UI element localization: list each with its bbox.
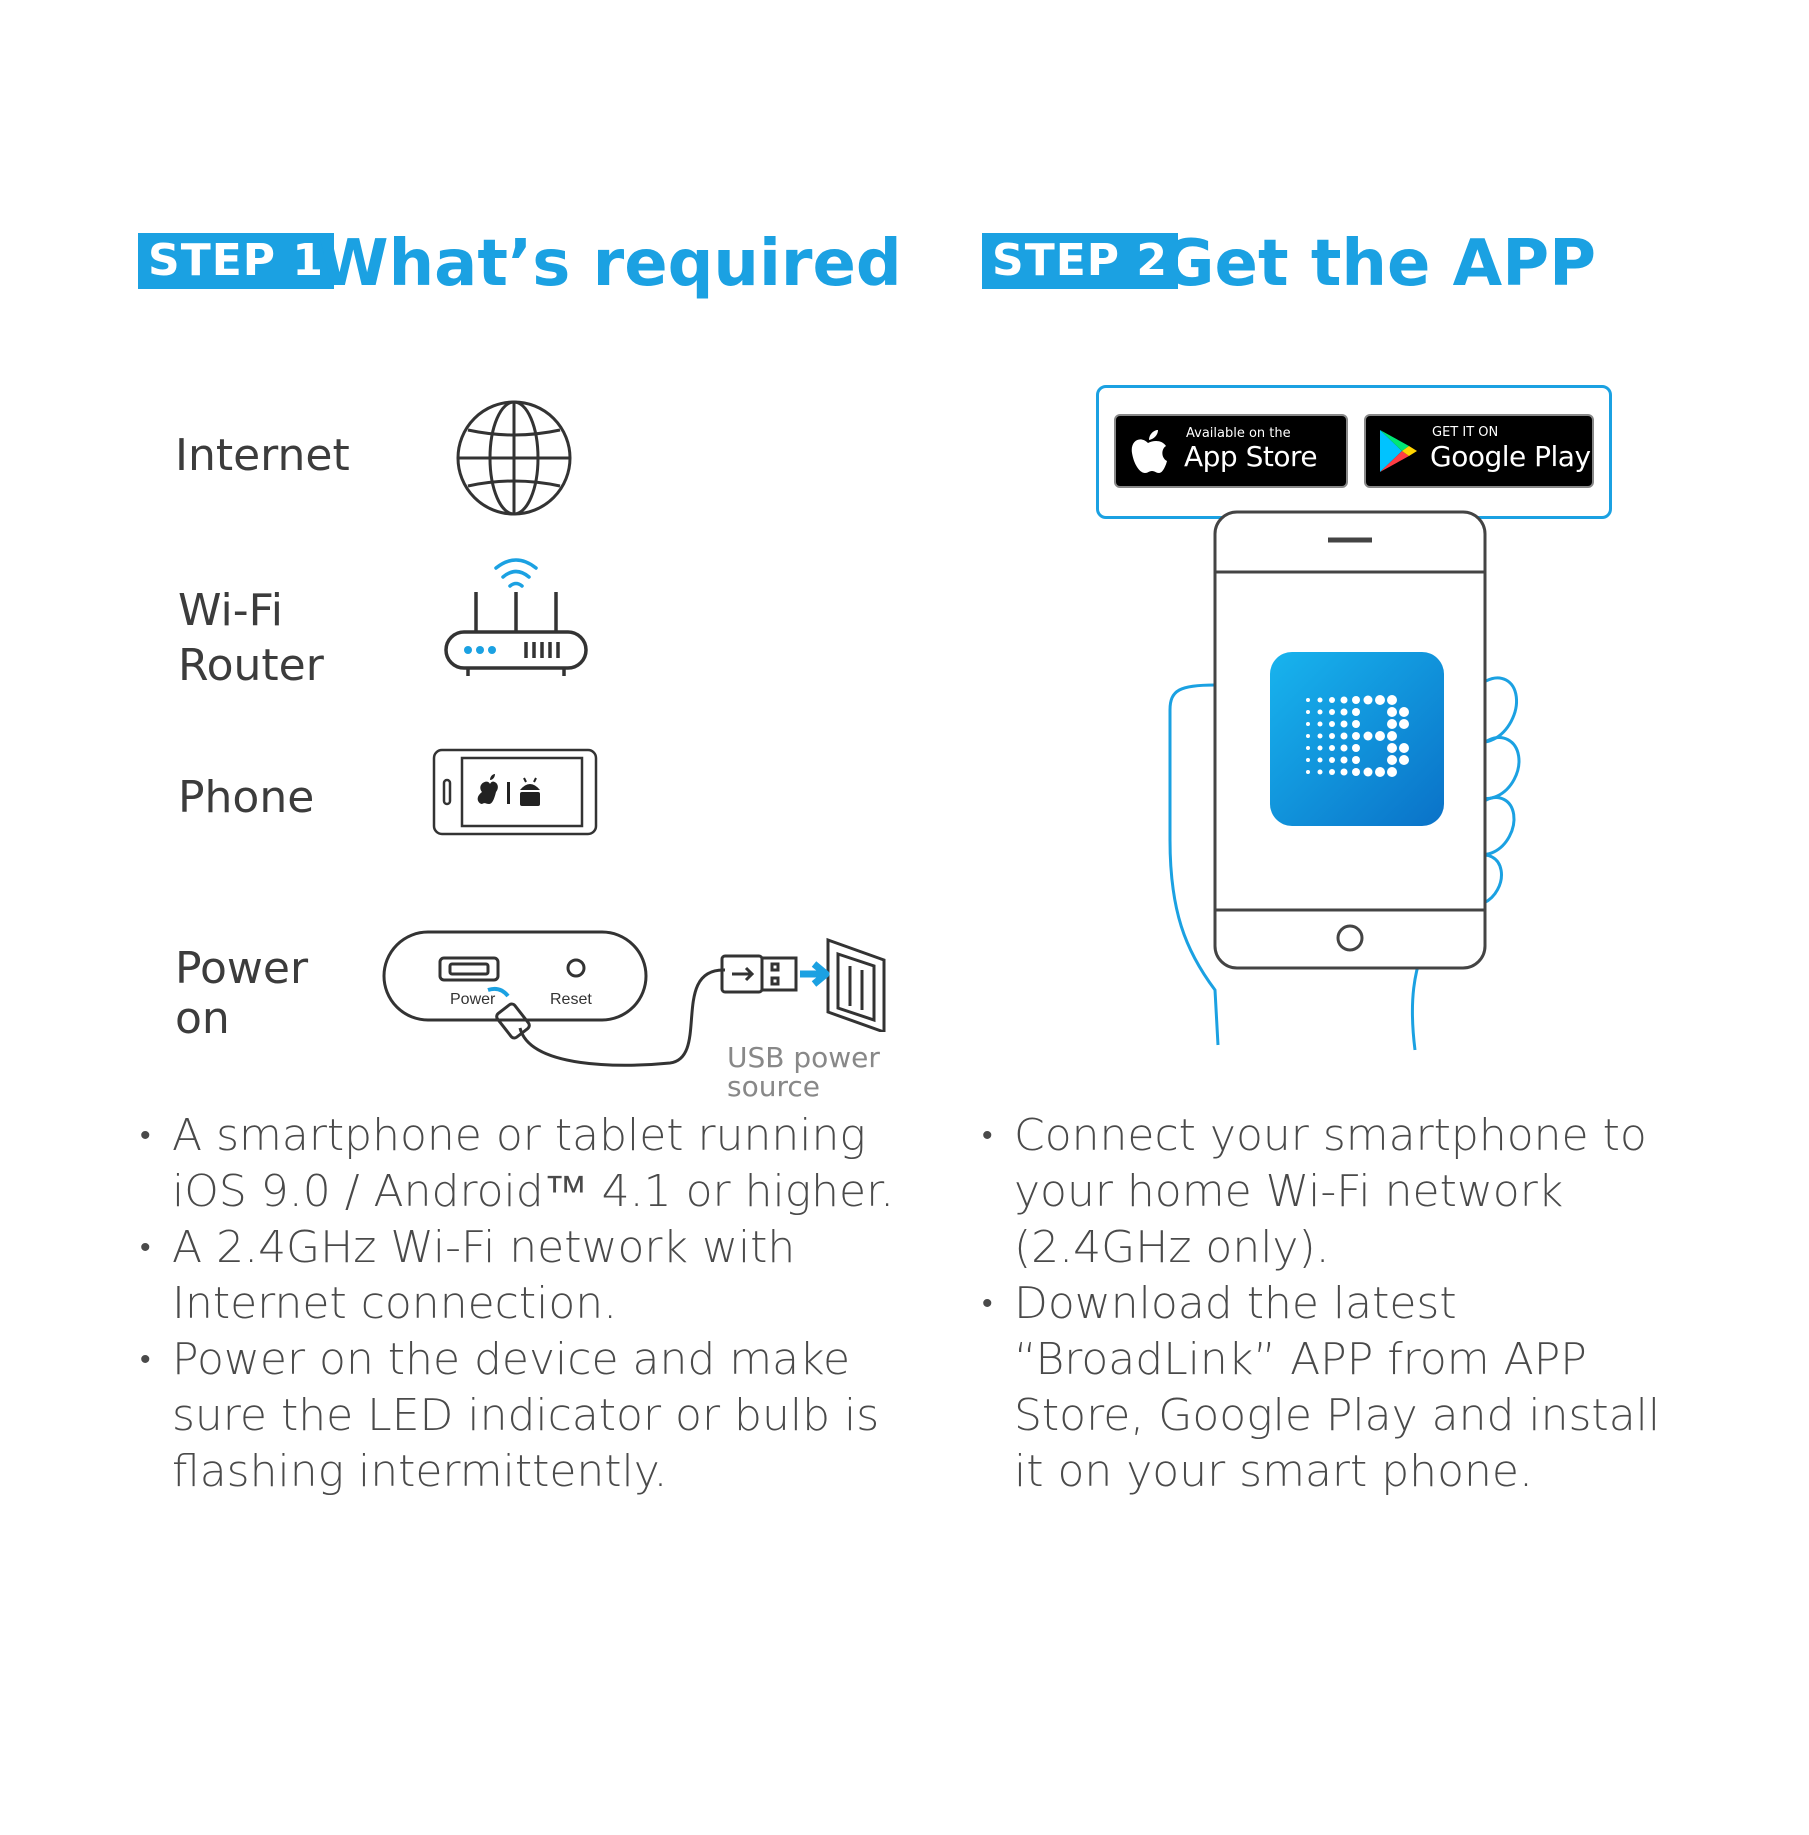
google-play-big-text: Google Play [1430,440,1591,473]
google-play-small-text: GET IT ON [1432,425,1499,440]
list-item: A 2.4GHz Wi-Fi network with Internet con… [140,1220,900,1332]
router-label-line2: Router [178,640,324,691]
google-play-button[interactable]: GET IT ON Google Play [1364,414,1594,488]
usb-source-label-line1: USB power [727,1041,880,1074]
list-item: A smartphone or tablet running iOS 9.0 /… [140,1108,900,1220]
internet-label: Internet [175,430,350,481]
globe-icon [456,400,572,516]
usb-source-label-line2: source [727,1070,820,1103]
step2-instructions-list: Connect your smartphone to your home Wi-… [982,1108,1702,1500]
app-store-small-text: Available on the [1186,426,1291,441]
broadlink-app-icon [1270,652,1444,826]
wifi-router-icon [444,558,588,676]
step1-badge: STEP 1 [138,233,334,289]
app-store-big-text: App Store [1184,440,1318,473]
step2-title: Get the APP [1162,227,1596,301]
step2-badge: STEP 2 [982,233,1178,289]
list-item: Download the latest “BroadLink” APP from… [982,1276,1702,1500]
usb-plug-icon [720,937,886,1032]
list-item: Power on the device and make sure the LE… [140,1332,900,1500]
apple-icon [1131,430,1167,473]
power-label-line2: on [175,993,230,1044]
list-item: Connect your smartphone to your home Wi-… [982,1108,1702,1276]
power-port-label: Power [450,991,496,1008]
step1-title: What’s required [318,227,902,301]
phone-label: Phone [178,772,315,823]
step1-requirements-list: A smartphone or tablet running iOS 9.0 /… [140,1108,900,1500]
app-store-button[interactable]: Available on the App Store [1114,414,1348,488]
power-device-icon: Power Reset [382,930,726,1067]
google-play-icon [1380,430,1417,472]
reset-button-label: Reset [550,991,592,1008]
power-label-line1: Power [175,943,309,994]
router-label-line1: Wi-Fi [178,585,283,636]
phone-icon [432,748,598,836]
